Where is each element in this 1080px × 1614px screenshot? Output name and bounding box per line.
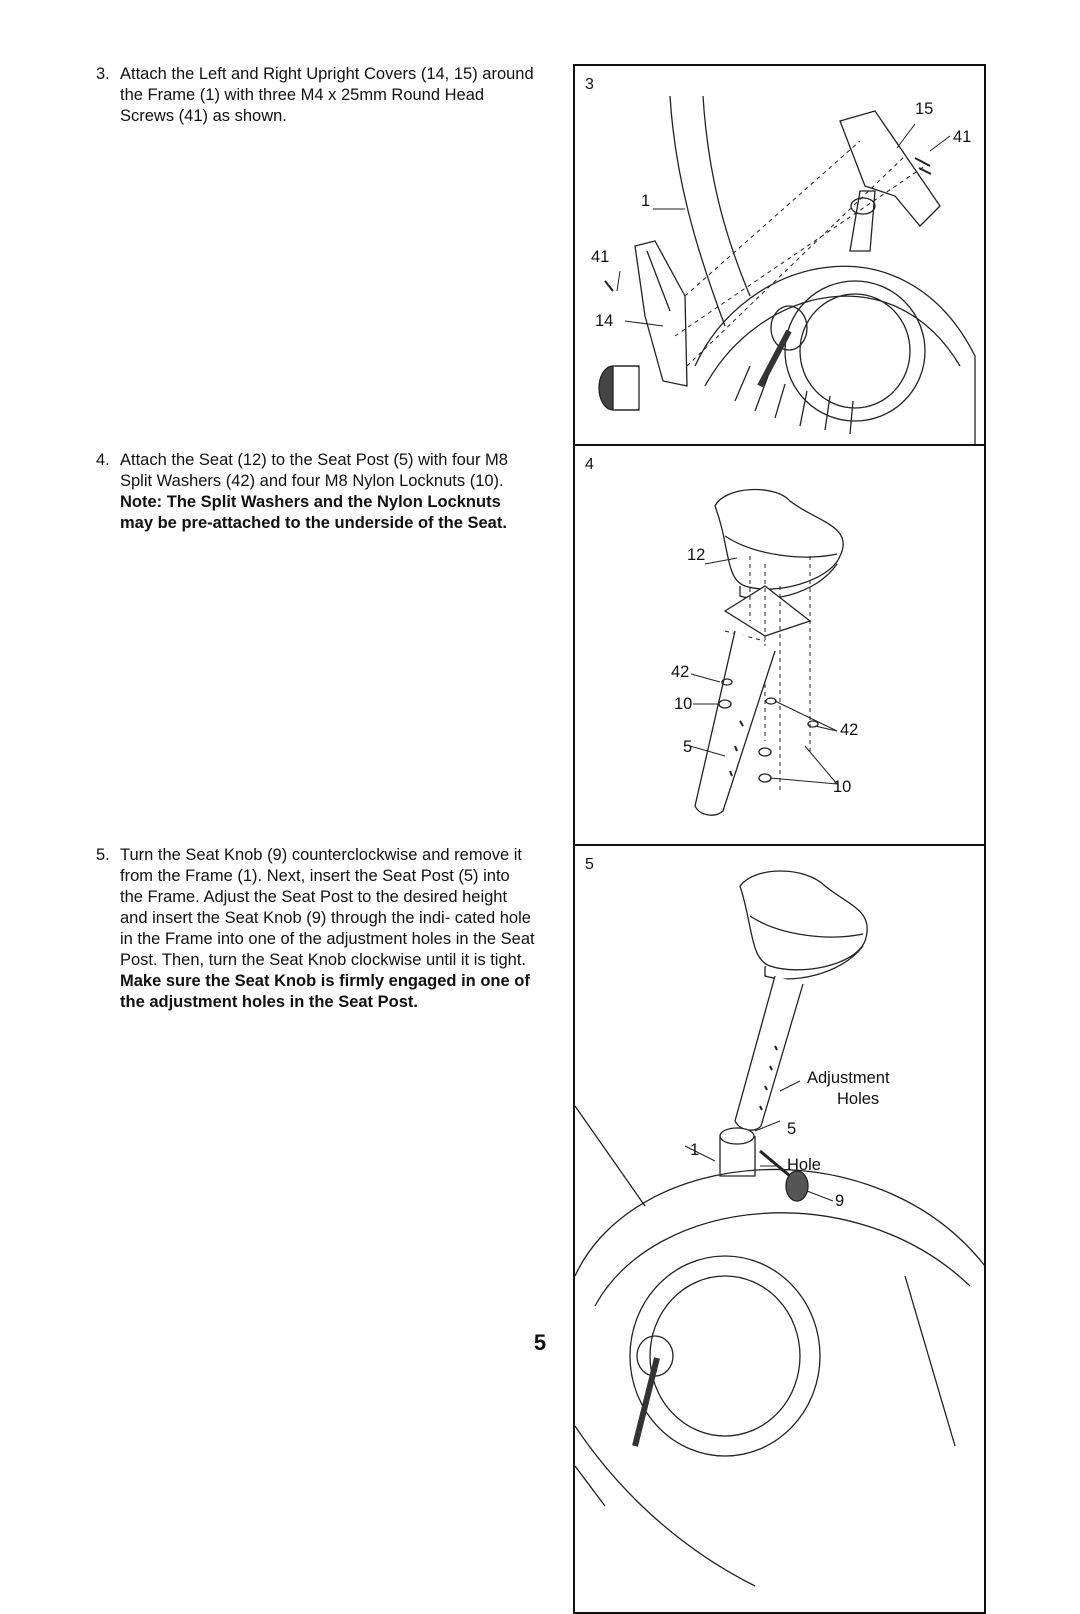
callout-14: 14: [595, 312, 614, 330]
step-3: 3. Attach the Left and Right Upright Cov…: [96, 64, 536, 127]
step-text: Attach the Left and Right Upright Covers…: [120, 64, 536, 127]
step-instruction: Attach the Left and Right Upright Covers…: [120, 65, 534, 125]
step-instruction: Turn the Seat Knob (9) counterclockwise …: [120, 846, 535, 969]
step-instruction: Attach the Seat (12) to the Seat Post (5…: [120, 451, 508, 490]
callout-41: 41: [591, 248, 610, 266]
figure-number: 3: [585, 76, 594, 93]
step-number: 5.: [96, 846, 110, 864]
figure-5-drawing: [575, 870, 984, 1587]
callout-9: 9: [835, 1192, 845, 1210]
figure-number: 4: [585, 456, 594, 473]
step-note: Note: The Split Washers and the Nylon Lo…: [120, 493, 507, 532]
callout-15: 15: [915, 100, 934, 118]
step-number: 3.: [96, 65, 110, 83]
step-note: Make sure the Seat Knob is firmly engage…: [120, 972, 530, 1011]
step-4: 4. Attach the Seat (12) to the Seat Post…: [96, 450, 536, 534]
figure-5: 5 Adjustment Holes 5 1 Hole 9: [573, 844, 986, 1614]
callout-10: 10: [674, 695, 693, 713]
figure-3-drawing: [598, 95, 976, 444]
callout-hole: Hole: [787, 1156, 821, 1174]
callout-5: 5: [683, 738, 693, 756]
figure-4: 4 12 42 10 42 5 10: [573, 444, 986, 846]
callout-10: 10: [833, 778, 852, 796]
figure-4-drawing: [689, 488, 844, 816]
step-number: 4.: [96, 451, 110, 469]
callout-12: 12: [687, 546, 706, 564]
callout-41: 41: [953, 128, 972, 146]
step-text: Turn the Seat Knob (9) counterclockwise …: [120, 845, 536, 1013]
callout-5: 5: [787, 1120, 797, 1138]
figure-3: 3 15 41 1 41 14: [573, 64, 986, 446]
step-5: 5. Turn the Seat Knob (9) counterclockwi…: [96, 845, 536, 1013]
callout-42: 42: [671, 663, 690, 681]
callout-42: 42: [840, 721, 859, 739]
page-number: 5: [533, 1330, 547, 1355]
step-text: Attach the Seat (12) to the Seat Post (5…: [120, 450, 536, 534]
callout-1: 1: [690, 1141, 700, 1159]
callout-holes: Holes: [837, 1090, 880, 1108]
callout-adjustment: Adjustment: [807, 1069, 890, 1087]
figure-number: 5: [585, 856, 594, 873]
callout-1: 1: [641, 192, 651, 210]
